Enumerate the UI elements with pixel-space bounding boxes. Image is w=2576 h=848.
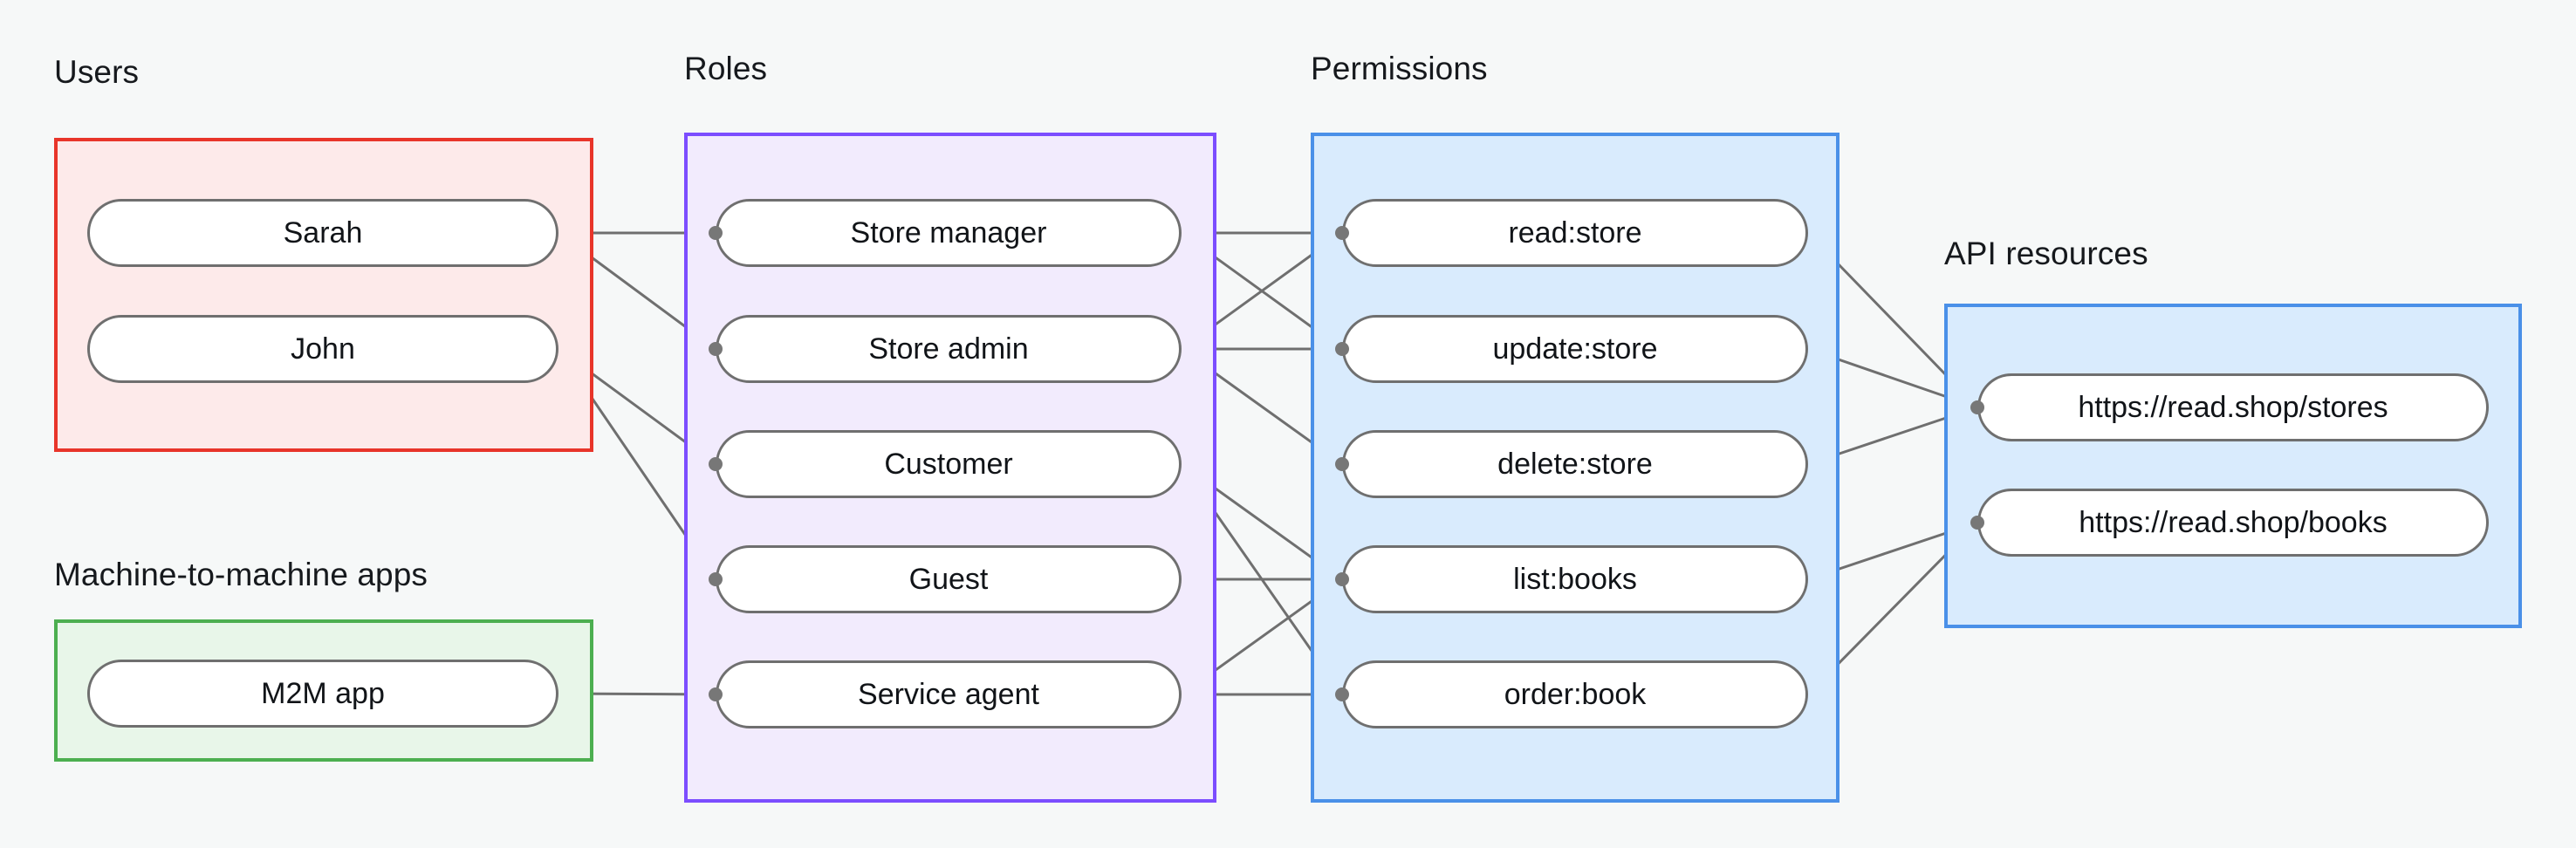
group-box-users: [54, 138, 593, 452]
node-label-sarah: Sarah: [283, 215, 363, 250]
node-label-store-manager: Store manager: [850, 215, 1047, 250]
node-read-store[interactable]: read:store: [1342, 199, 1808, 267]
node-label-customer: Customer: [884, 447, 1013, 481]
node-label-read-store: read:store: [1508, 215, 1642, 250]
group-title-users: Users: [54, 54, 140, 90]
node-sarah[interactable]: Sarah: [87, 199, 558, 267]
group-title-roles: Roles: [684, 51, 768, 86]
connector-port-order-book: [1335, 687, 1349, 701]
node-store-admin[interactable]: Store admin: [716, 315, 1182, 383]
node-label-store-admin: Store admin: [868, 332, 1029, 366]
node-label-john: John: [291, 332, 355, 366]
node-label-list-books: list:books: [1513, 562, 1637, 596]
connector-port-service-agent: [709, 687, 723, 701]
connector-port-update-store: [1335, 342, 1349, 356]
connector-port-read-store: [1335, 226, 1349, 240]
node-label-delete-store: delete:store: [1497, 447, 1653, 481]
node-guest[interactable]: Guest: [716, 545, 1182, 613]
group-box-api-resources: [1944, 304, 2522, 628]
connector-port-res-stores: [1970, 400, 1984, 414]
node-delete-store[interactable]: delete:store: [1342, 430, 1808, 498]
group-title-permissions: Permissions: [1311, 51, 1488, 86]
node-label-res-books: https://read.shop/books: [2079, 505, 2388, 539]
group-title-api-resources: API resources: [1944, 236, 2148, 271]
connector-port-customer: [709, 457, 723, 471]
connector-port-list-books: [1335, 572, 1349, 586]
connector-port-delete-store: [1335, 457, 1349, 471]
node-res-books[interactable]: https://read.shop/books: [1977, 489, 2489, 557]
node-label-res-stores: https://read.shop/stores: [2078, 390, 2388, 424]
node-res-stores[interactable]: https://read.shop/stores: [1977, 373, 2489, 441]
connector-port-res-books: [1970, 516, 1984, 530]
node-label-service-agent: Service agent: [858, 677, 1039, 711]
node-store-manager[interactable]: Store manager: [716, 199, 1182, 267]
node-label-guest: Guest: [908, 562, 989, 596]
connector-port-store-manager: [709, 226, 723, 240]
node-update-store[interactable]: update:store: [1342, 315, 1808, 383]
group-title-m2m: Machine-to-machine apps: [54, 557, 428, 592]
node-order-book[interactable]: order:book: [1342, 660, 1808, 728]
node-customer[interactable]: Customer: [716, 430, 1182, 498]
connector-port-store-admin: [709, 342, 723, 356]
node-list-books[interactable]: list:books: [1342, 545, 1808, 613]
node-service-agent[interactable]: Service agent: [716, 660, 1182, 728]
node-label-m2m-app: M2M app: [261, 676, 385, 710]
node-john[interactable]: John: [87, 315, 558, 383]
node-label-order-book: order:book: [1504, 677, 1647, 711]
node-m2m-app[interactable]: M2M app: [87, 660, 558, 728]
node-label-update-store: update:store: [1492, 332, 1658, 366]
connector-port-guest: [709, 572, 723, 586]
